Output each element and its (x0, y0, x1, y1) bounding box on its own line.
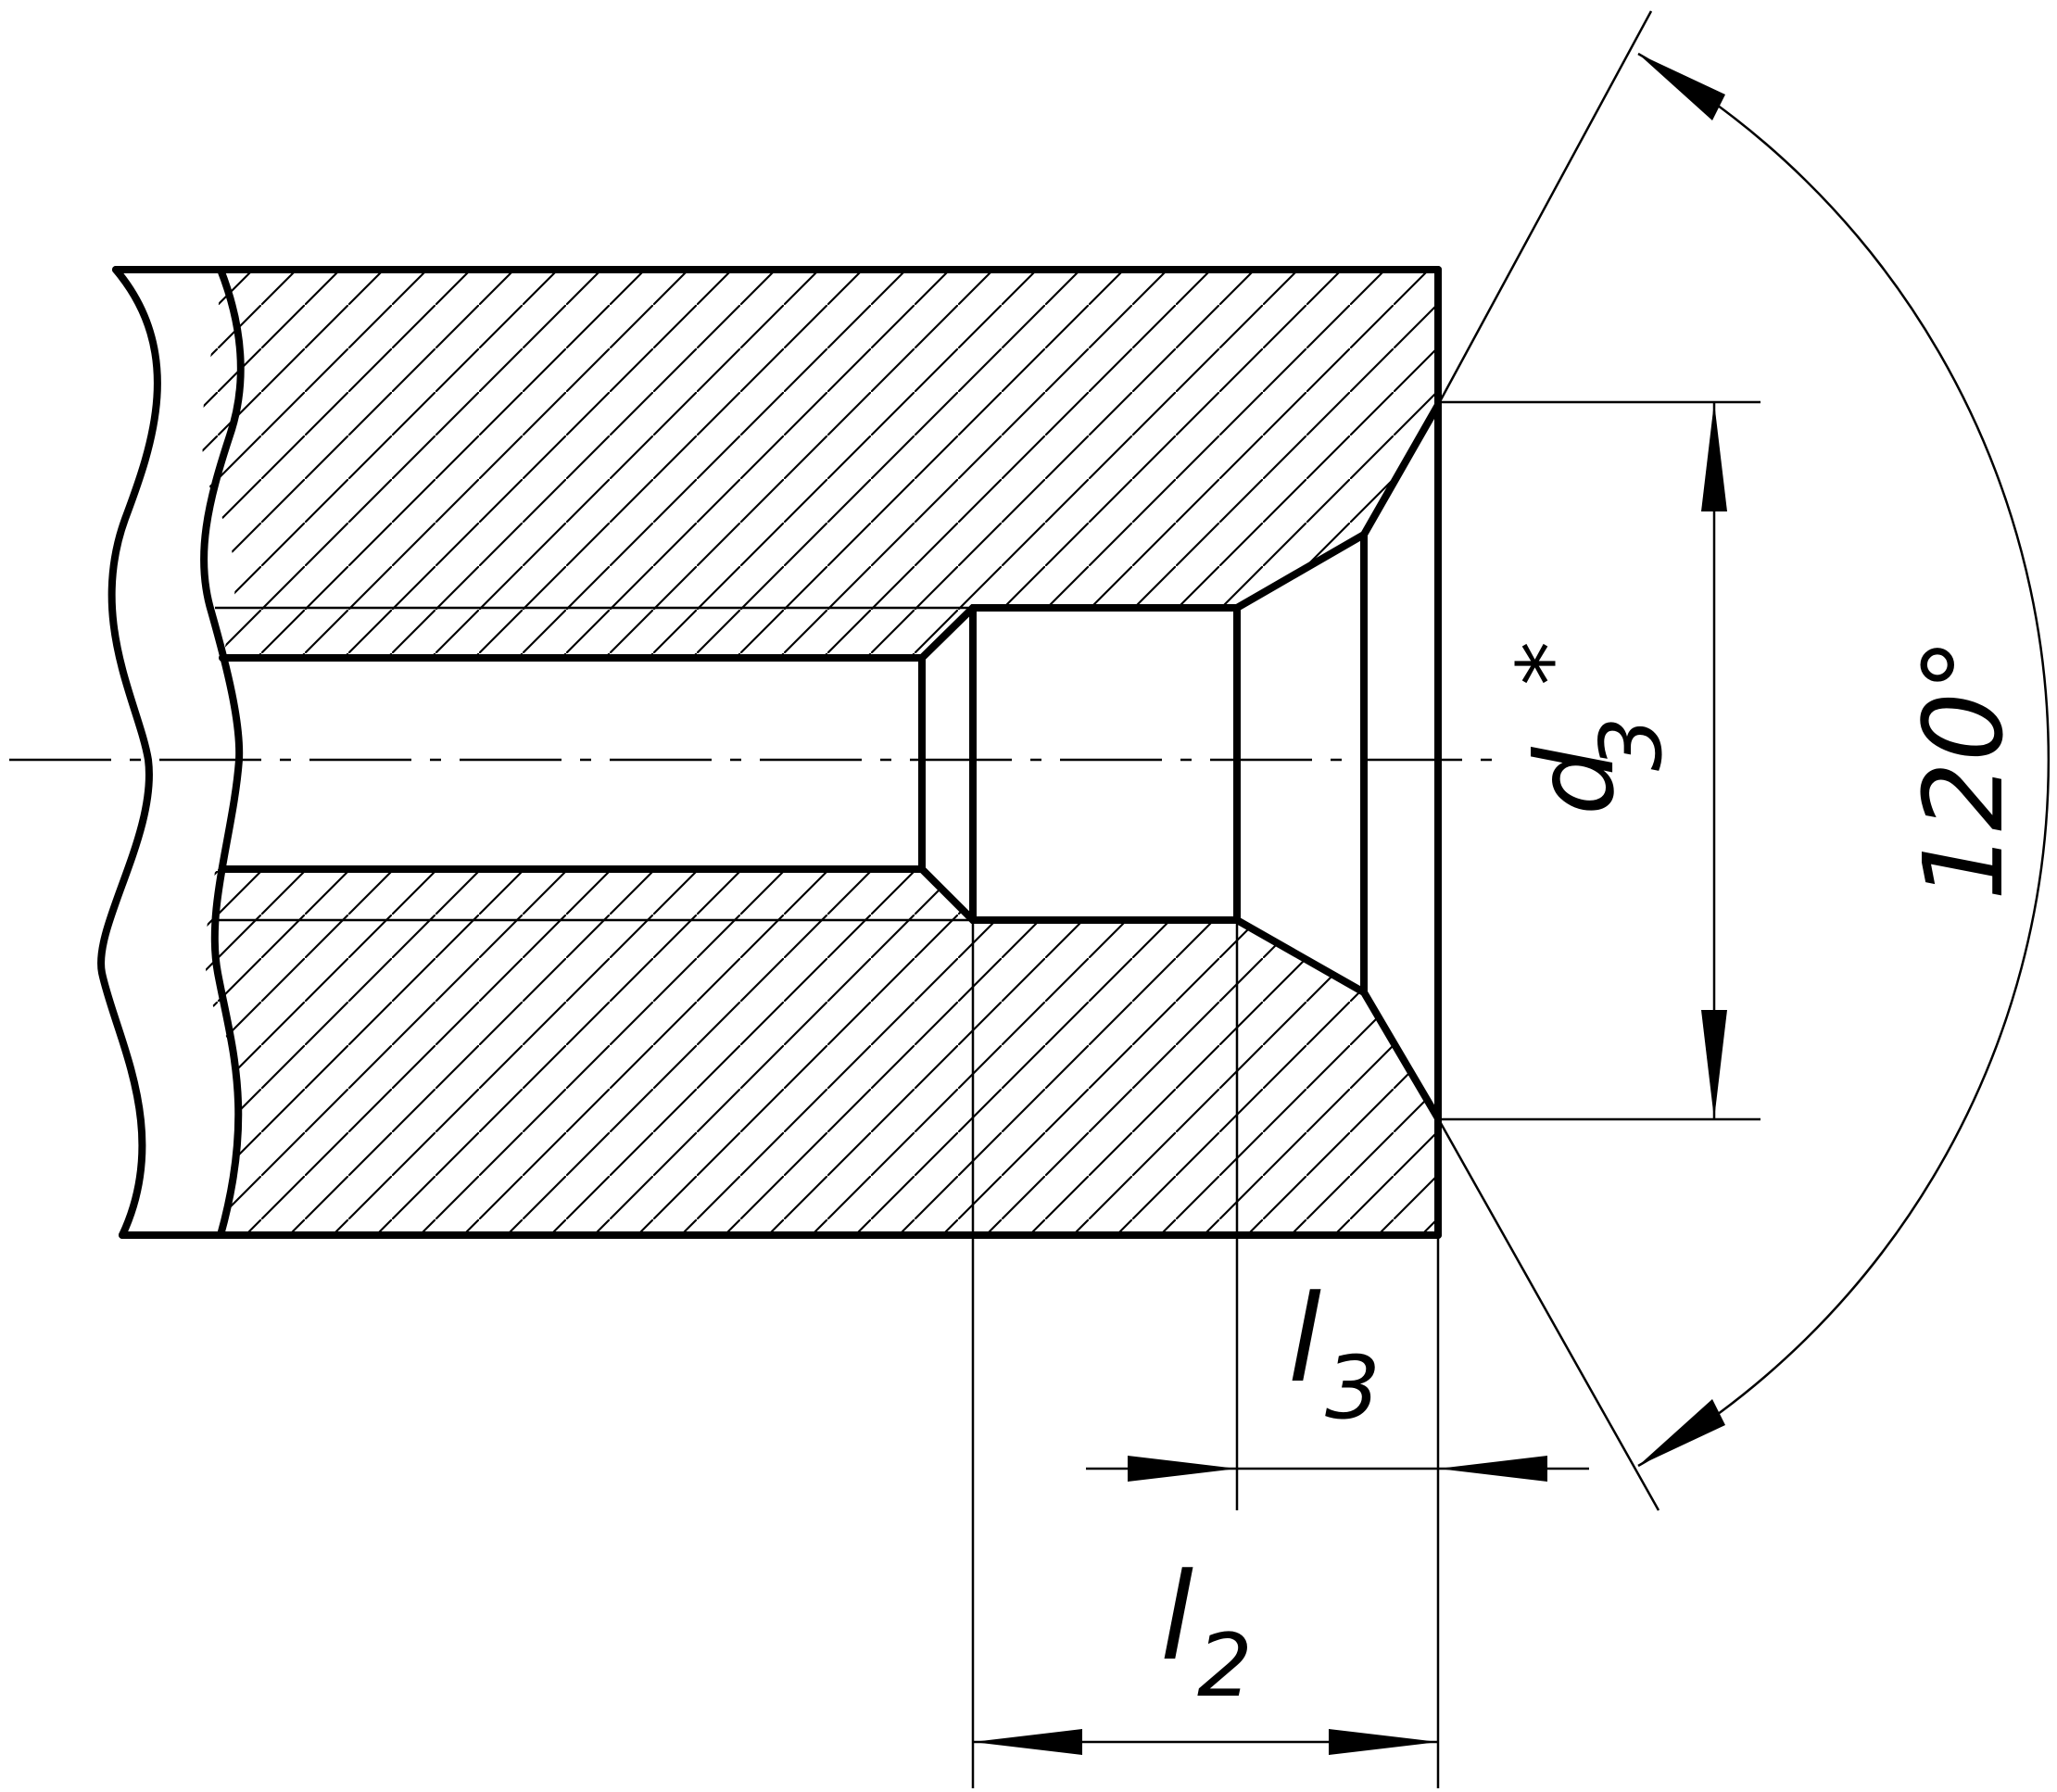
angle-dimension-arc (1637, 52, 2051, 1468)
svg-text:d: d (1513, 746, 1638, 815)
bore-upper-contour (219, 401, 1442, 662)
d3-label: d 3 * (1498, 641, 1681, 815)
d3-arrow-top (1701, 402, 1727, 511)
l2-arrow-left (973, 1729, 1082, 1755)
cone-extension-upper (1436, 10, 1653, 406)
svg-text:2: 2 (1197, 1616, 1253, 1717)
cone-extension-lower (1436, 1117, 1660, 1511)
lower-wall-hatch (205, 869, 1438, 1235)
l2-arrow-right (1329, 1729, 1438, 1755)
break-line-inner (200, 266, 245, 1239)
l2-label: l 2 (1160, 1546, 1253, 1717)
l3-arrow-right (1438, 1456, 1547, 1482)
l3-arrow-left (1128, 1456, 1237, 1482)
break-line-outer (97, 266, 161, 1239)
angle-arrow-bottom (1638, 1399, 1725, 1466)
bore-lower-contour (219, 865, 1442, 1122)
svg-text:3: 3 (1325, 1338, 1381, 1439)
angle-label: 120° (1899, 637, 2027, 901)
l3-label: l 3 (1288, 1268, 1381, 1439)
svg-text:3: 3 (1582, 716, 1681, 771)
svg-text:l: l (1160, 1546, 1193, 1687)
angle-arrow-top (1638, 54, 1725, 120)
svg-text:l: l (1288, 1268, 1321, 1409)
svg-text:*: * (1498, 641, 1602, 686)
d3-arrow-bottom (1701, 1010, 1727, 1119)
upper-wall-hatch (202, 270, 1438, 658)
